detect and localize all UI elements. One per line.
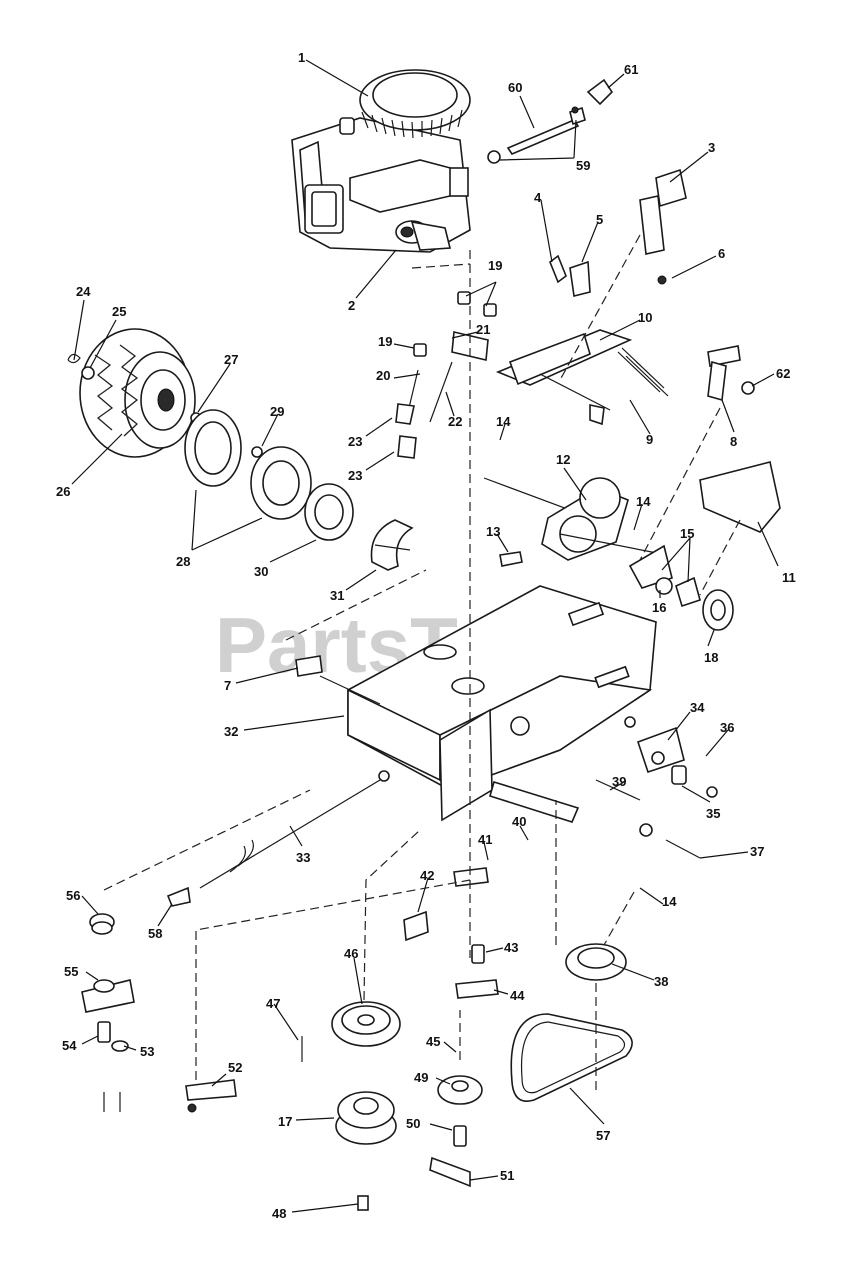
callout-23a: 23 bbox=[348, 434, 362, 449]
callout-62: 62 bbox=[776, 366, 790, 381]
callout-leaders bbox=[71, 59, 779, 1213]
callout-45: 45 bbox=[426, 1034, 440, 1049]
callout-53: 53 bbox=[140, 1044, 154, 1059]
callout-61: 61 bbox=[624, 62, 638, 77]
callout-33: 33 bbox=[296, 850, 310, 865]
callout-29: 29 bbox=[270, 404, 284, 419]
callout-37: 37 bbox=[750, 844, 764, 859]
callout-11: 11 bbox=[782, 570, 796, 585]
callout-25: 25 bbox=[112, 304, 126, 319]
transmission-part bbox=[483, 461, 781, 631]
callout-51: 51 bbox=[500, 1168, 514, 1183]
callout-2: 2 bbox=[348, 298, 355, 313]
idler-bracket-part bbox=[81, 979, 237, 1113]
callout-36: 36 bbox=[720, 720, 734, 735]
frame-part bbox=[295, 585, 657, 823]
callout-18: 18 bbox=[704, 650, 718, 665]
callout-43: 43 bbox=[504, 940, 518, 955]
callout-9: 9 bbox=[646, 432, 653, 447]
callout-3: 3 bbox=[708, 140, 715, 155]
callout-54: 54 bbox=[62, 1038, 77, 1053]
throttle-cable-part bbox=[487, 78, 614, 164]
callout-17: 17 bbox=[278, 1114, 292, 1129]
callout-5: 5 bbox=[596, 212, 603, 227]
callout-55: 55 bbox=[64, 964, 78, 979]
callout-4: 4 bbox=[534, 190, 542, 205]
assembly-dashed-lines bbox=[103, 234, 741, 1090]
callout-50: 50 bbox=[406, 1116, 420, 1131]
callout-14b: 14 bbox=[636, 494, 651, 509]
callout-19a: 19 bbox=[488, 258, 502, 273]
callout-57: 57 bbox=[596, 1128, 610, 1143]
callout-34: 34 bbox=[690, 700, 705, 715]
control-rod-part bbox=[89, 770, 390, 935]
callout-21: 21 bbox=[476, 322, 490, 337]
callout-24: 24 bbox=[76, 284, 91, 299]
callout-35: 35 bbox=[706, 806, 720, 821]
callout-59: 59 bbox=[576, 158, 590, 173]
callout-41: 41 bbox=[478, 832, 492, 847]
callout-7: 7 bbox=[224, 678, 231, 693]
callout-15: 15 bbox=[680, 526, 694, 541]
callout-26: 26 bbox=[56, 484, 70, 499]
callout-58: 58 bbox=[148, 926, 162, 941]
callout-8: 8 bbox=[730, 434, 737, 449]
callout-38: 38 bbox=[654, 974, 668, 989]
callout-14a: 14 bbox=[496, 414, 511, 429]
callout-47: 47 bbox=[266, 996, 280, 1011]
callout-16: 16 bbox=[652, 600, 666, 615]
callout-52: 52 bbox=[228, 1060, 242, 1075]
callout-44: 44 bbox=[510, 988, 525, 1003]
callout-32: 32 bbox=[224, 724, 238, 739]
callout-56: 56 bbox=[66, 888, 80, 903]
callout-30: 30 bbox=[254, 564, 268, 579]
callout-28: 28 bbox=[176, 554, 190, 569]
callout-13: 13 bbox=[486, 524, 500, 539]
clutch-linkage-part bbox=[595, 716, 718, 859]
drive-wheel-part bbox=[67, 328, 202, 458]
callout-39: 39 bbox=[612, 774, 626, 789]
callout-42: 42 bbox=[420, 868, 434, 883]
callout-19b: 19 bbox=[378, 334, 392, 349]
callout-40: 40 bbox=[512, 814, 526, 829]
callout-1: 1 bbox=[298, 50, 305, 65]
callout-6: 6 bbox=[718, 246, 725, 261]
callout-49: 49 bbox=[414, 1070, 428, 1085]
engine-part bbox=[291, 69, 471, 253]
pulley-part bbox=[301, 867, 633, 1211]
callout-31: 31 bbox=[330, 588, 344, 603]
callout-46: 46 bbox=[344, 946, 358, 961]
callout-23b: 23 bbox=[348, 468, 362, 483]
callout-14c: 14 bbox=[662, 894, 677, 909]
callout-27: 27 bbox=[224, 352, 238, 367]
callout-10: 10 bbox=[638, 310, 652, 325]
callout-60: 60 bbox=[508, 80, 522, 95]
callout-48: 48 bbox=[272, 1206, 286, 1221]
callout-20: 20 bbox=[376, 368, 390, 383]
callout-22: 22 bbox=[448, 414, 462, 429]
callout-labels: 1 2 3 4 5 6 7 8 9 10 11 12 13 14 14 14 1… bbox=[56, 50, 796, 1221]
wheel-hub-part bbox=[184, 409, 414, 571]
callout-12: 12 bbox=[556, 452, 570, 467]
